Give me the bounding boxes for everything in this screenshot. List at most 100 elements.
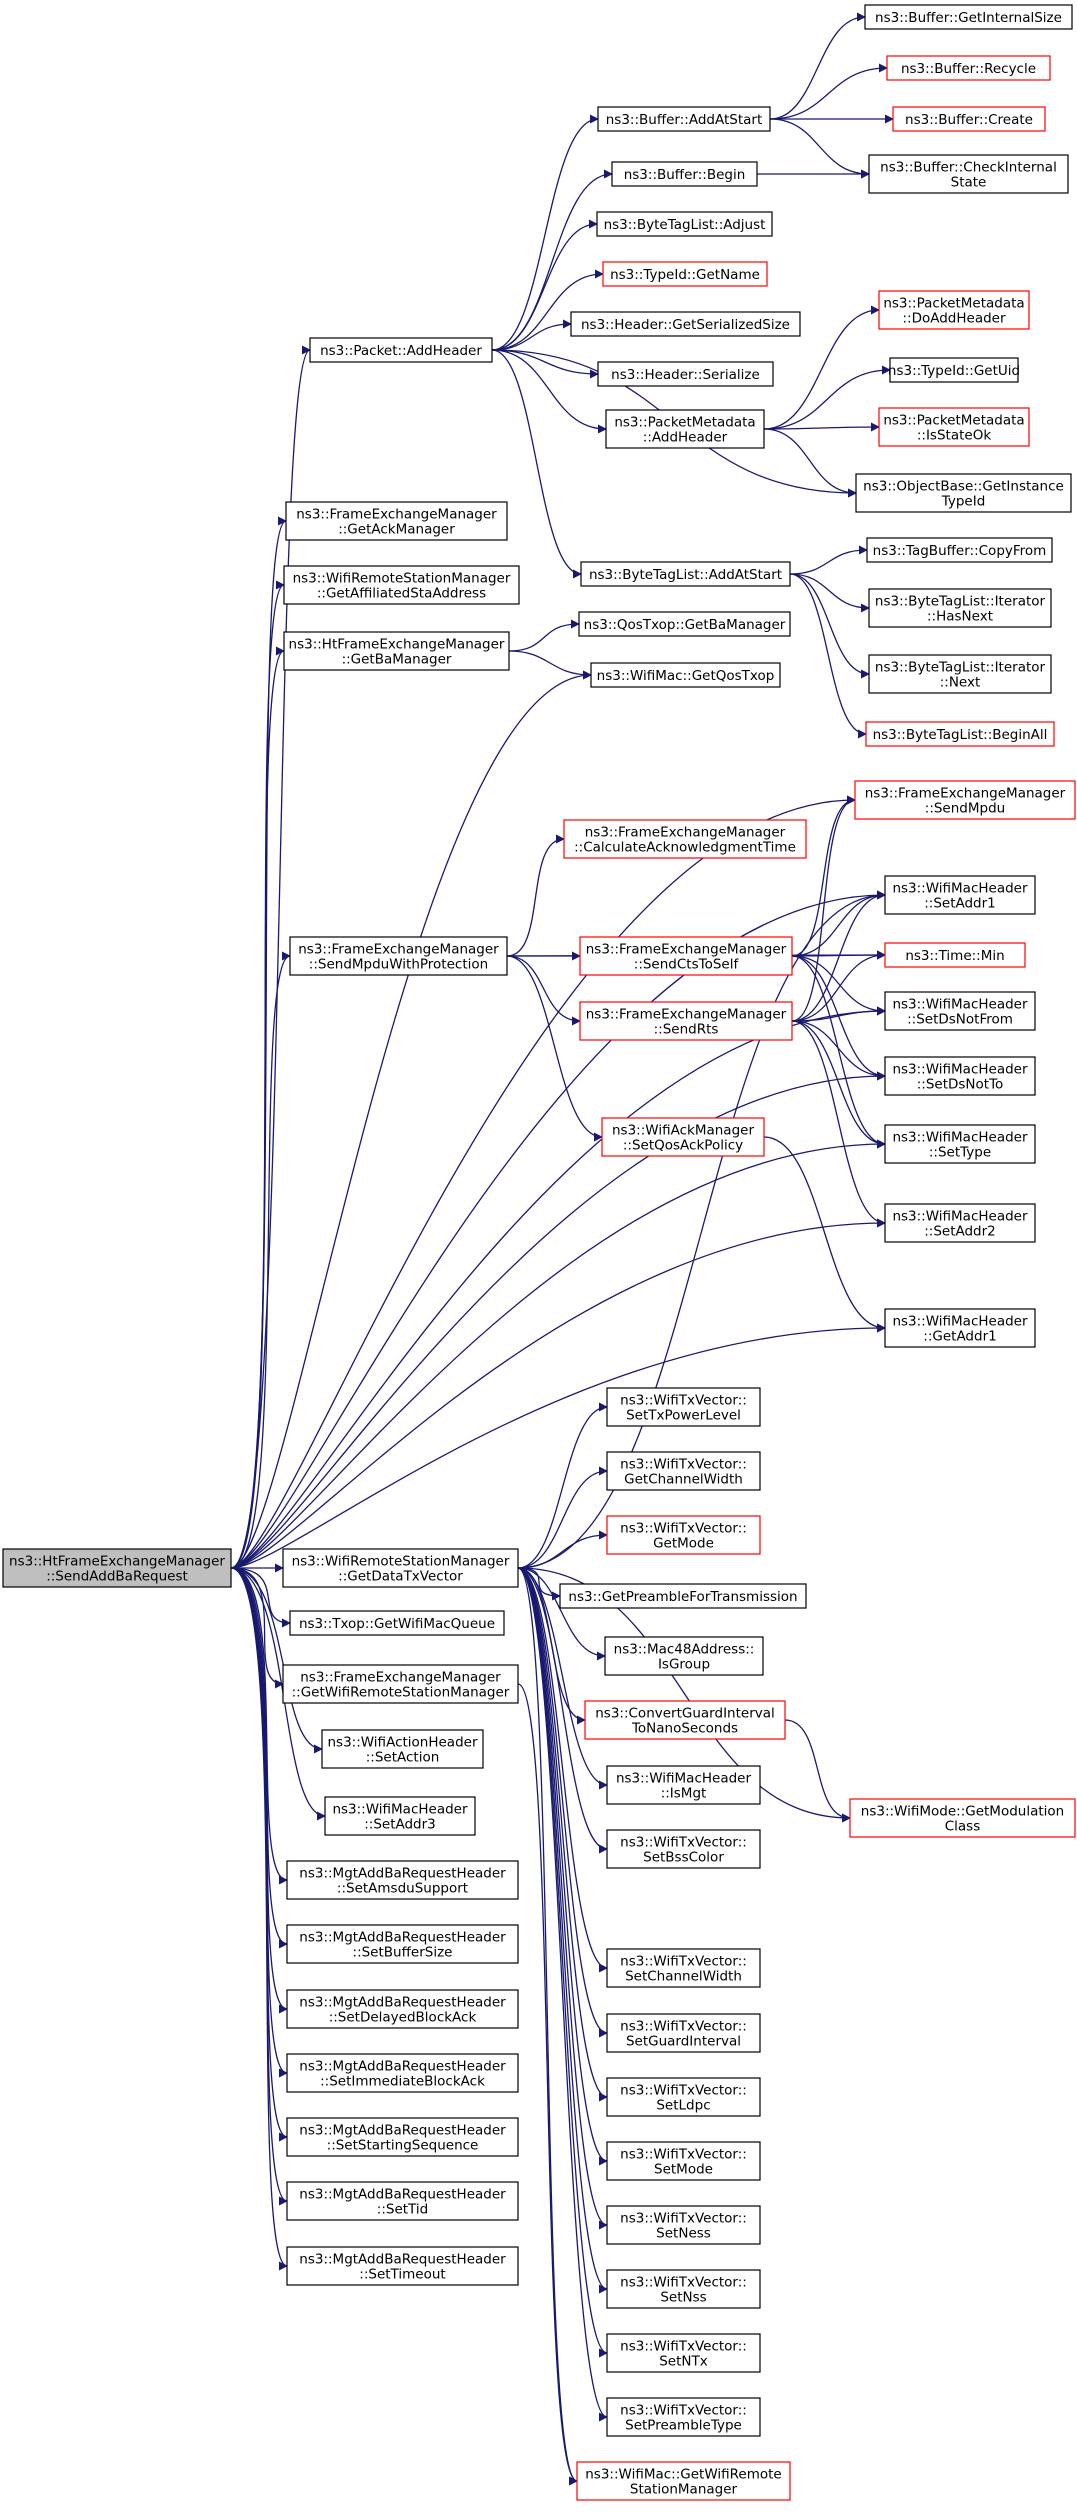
node-box [282,1664,519,1704]
graph-node[interactable]: ns3::WifiTxVector::SetBssColor [606,1829,761,1869]
graph-node[interactable]: ns3::Mac48Address::IsGroup [604,1636,764,1676]
graph-node[interactable]: ns3::Header::GetSerializedSize [570,311,801,337]
graph-node[interactable]: ns3::ByteTagList::AddAtStart [580,561,791,587]
node-label: ns3::FrameExchangeManager [586,942,787,958]
graph-node[interactable]: ns3::WifiTxVector::GetMode [606,1515,761,1555]
graph-node[interactable]: ns3::WifiMacHeader::IsMgt [606,1765,761,1805]
graph-node[interactable]: ns3::TypeId::GetUid [888,357,1020,383]
graph-node[interactable]: ns3::WifiMacHeader::SetAddr2 [884,1203,1036,1243]
graph-node[interactable]: ns3::WifiTxVector::SetNss [606,2269,761,2309]
node-label: ns3::WifiMacHeader [892,1209,1028,1225]
node-box [2,1548,232,1588]
graph-node[interactable]: ns3::MgtAddBaRequestHeader::SetImmediate… [286,2053,519,2093]
graph-node[interactable]: ns3::FrameExchangeManager::GetAckManager [285,501,508,541]
node-label: ns3::Buffer::CheckInternal [880,160,1057,176]
graph-node[interactable]: ns3::WifiTxVector::SetChannelWidth [606,1948,761,1988]
graph-node[interactable]: ns3::FrameExchangeManager::SendRts [579,1001,793,1041]
graph-node[interactable]: ns3::ByteTagList::Iterator::HasNext [868,588,1052,628]
edge-n12-n13 [763,305,880,430]
graph-node[interactable]: ns3::MgtAddBaRequestHeader::SetTimeout [286,2246,519,2286]
graph-node[interactable]: ns3::WifiMacHeader::SetDsNotTo [884,1056,1036,1096]
graph-node[interactable]: ns3::WifiRemoteStationManager::GetDataTx… [282,1548,519,1588]
graph-node[interactable]: ns3::WifiMacHeader::SetType [884,1124,1036,1164]
graph-node[interactable]: ns3::Packet::AddHeader [309,337,493,363]
node-label: ns3::QosTxop::GetBaManager [584,617,786,633]
edge-n43-n67 [517,1567,608,2358]
graph-node[interactable]: ns3::MgtAddBaRequestHeader::SetStartingS… [286,2117,519,2157]
node-label: ::IsMgt [661,1786,707,1802]
node-label: ::SendMpduWithProtection [309,957,488,973]
graph-node[interactable]: ns3::WifiTxVector::SetMode [606,2141,761,2181]
node-box [849,1798,1076,1838]
graph-node[interactable]: ns3::WifiRemoteStationManager::GetAffili… [283,565,520,605]
node-label: ns3::WifiMacHeader [892,1130,1028,1146]
graph-node[interactable]: ns3::ByteTagList::Iterator::Next [868,654,1052,694]
graph-node[interactable]: ns3::WifiActionHeader::SetAction [321,1729,484,1769]
edge-n17-n18 [789,545,868,575]
node-label: ::SetAddr3 [364,1817,436,1833]
graph-node[interactable]: ns3::WifiMacHeader::SetDsNotFrom [884,991,1036,1031]
graph-node[interactable]: ns3::Buffer::GetInternalSize [864,4,1073,30]
node-label: SetChannelWidth [625,1969,742,1985]
graph-node[interactable]: ns3::MgtAddBaRequestHeader::SetDelayedBl… [286,1989,519,2029]
graph-node[interactable]: ns3::MgtAddBaRequestHeader::SetTid [286,2181,519,2221]
graph-node[interactable]: ns3::WifiMac::GetQosTxop [590,662,781,688]
graph-node[interactable]: ns3::MgtAddBaRequestHeader::SetAmsduSupp… [286,1860,519,1900]
node-box [596,211,773,237]
node-label: ::HasNext [927,609,993,625]
node-label: State [951,175,987,191]
graph-node[interactable]: ns3::WifiAckManager::SetQosAckPolicy [601,1117,765,1157]
graph-node[interactable]: ns3::PacketMetadata::IsStateOk [878,407,1030,447]
graph-node[interactable]: ns3::TagBuffer::CopyFrom [866,537,1053,563]
node-label: ns3::Buffer::GetInternalSize [875,10,1062,26]
graph-node[interactable]: ns3::Buffer::Begin [611,161,758,187]
node-label: ::GetDataTxVector [338,1569,463,1585]
graph-node[interactable]: ns3::WifiTxVector::SetGuardInterval [606,2013,761,2053]
graph-node[interactable]: ns3::GetPreambleForTransmission [559,1583,807,1609]
node-box [563,819,807,859]
graph-node[interactable]: ns3::Buffer::Recycle [886,55,1051,81]
graph-node[interactable]: ns3::QosTxop::GetBaManager [578,611,791,637]
node-box [580,561,791,587]
graph-node[interactable]: ns3::WifiMacHeader::GetAddr1 [884,1308,1036,1348]
graph-node[interactable]: ns3::ByteTagList::BeginAll [865,721,1055,747]
graph-node[interactable]: ns3::HtFrameExchangeManager::GetBaManage… [283,631,510,671]
graph-node[interactable]: ns3::TypeId::GetName [602,261,768,287]
graph-node[interactable]: ns3::WifiTxVector::SetTxPowerLevel [606,1387,761,1427]
graph-node[interactable]: ns3::FrameExchangeManager::SendMpdu [854,780,1076,820]
graph-node[interactable]: ns3::FrameExchangeManager::CalculateAckn… [563,819,807,859]
graph-node[interactable]: ns3::WifiTxVector::SetNess [606,2205,761,2245]
graph-node[interactable]: ns3::ByteTagList::Adjust [596,211,773,237]
graph-node[interactable]: ns3::WifiTxVector::SetNTx [606,2333,761,2373]
graph-node[interactable]: ns3::WifiTxVector::SetLdpc [606,2077,761,2117]
graph-node[interactable]: ns3::Header::Serialize [597,361,774,387]
graph-node[interactable]: ns3::Txop::GetWifiMacQueue [289,1610,505,1636]
graph-node[interactable]: ns3::Buffer::AddAtStart [597,106,771,132]
graph-node[interactable]: ns3::PacketMetadata::AddHeader [605,409,765,449]
edge-n33-n34 [791,1006,886,1022]
node-label: StationManager [630,2482,738,2498]
graph-node[interactable]: ns3::WifiMacHeader::SetAddr1 [884,875,1036,915]
graph-node[interactable]: ns3::WifiTxVector::SetPreambleType [606,2397,761,2437]
graph-node[interactable]: ns3::FrameExchangeManager::GetWifiRemote… [282,1664,519,1704]
node-box [597,106,771,132]
graph-node[interactable]: ns3::WifiMacHeader::SetAddr3 [324,1796,476,1836]
graph-node[interactable]: ns3::WifiTxVector::GetChannelWidth [606,1451,761,1491]
graph-node[interactable]: ns3::FrameExchangeManager::SendCtsToSelf [579,936,793,976]
graph-node[interactable]: ns3::Time::Min [884,942,1026,968]
node-label: ns3::WifiTxVector:: [620,2019,747,2035]
node-box [884,1308,1036,1348]
graph-node[interactable]: ns3::HtFrameExchangeManager::SendAddBaRe… [2,1548,232,1588]
edge-n0-n27 [230,795,856,1569]
edge-n30-n28 [506,834,565,957]
graph-node[interactable]: ns3::PacketMetadata::DoAddHeader [878,290,1030,330]
graph-node[interactable]: ns3::Buffer::Create [892,106,1046,132]
graph-node[interactable]: ns3::WifiMac::GetWifiRemoteStationManage… [576,2461,791,2501]
graph-node[interactable]: ns3::MgtAddBaRequestHeader::SetBufferSiz… [286,1924,519,1964]
graph-node[interactable]: ns3::FrameExchangeManager::SendMpduWithP… [289,936,508,976]
node-label: ::SendMpdu [925,801,1005,817]
